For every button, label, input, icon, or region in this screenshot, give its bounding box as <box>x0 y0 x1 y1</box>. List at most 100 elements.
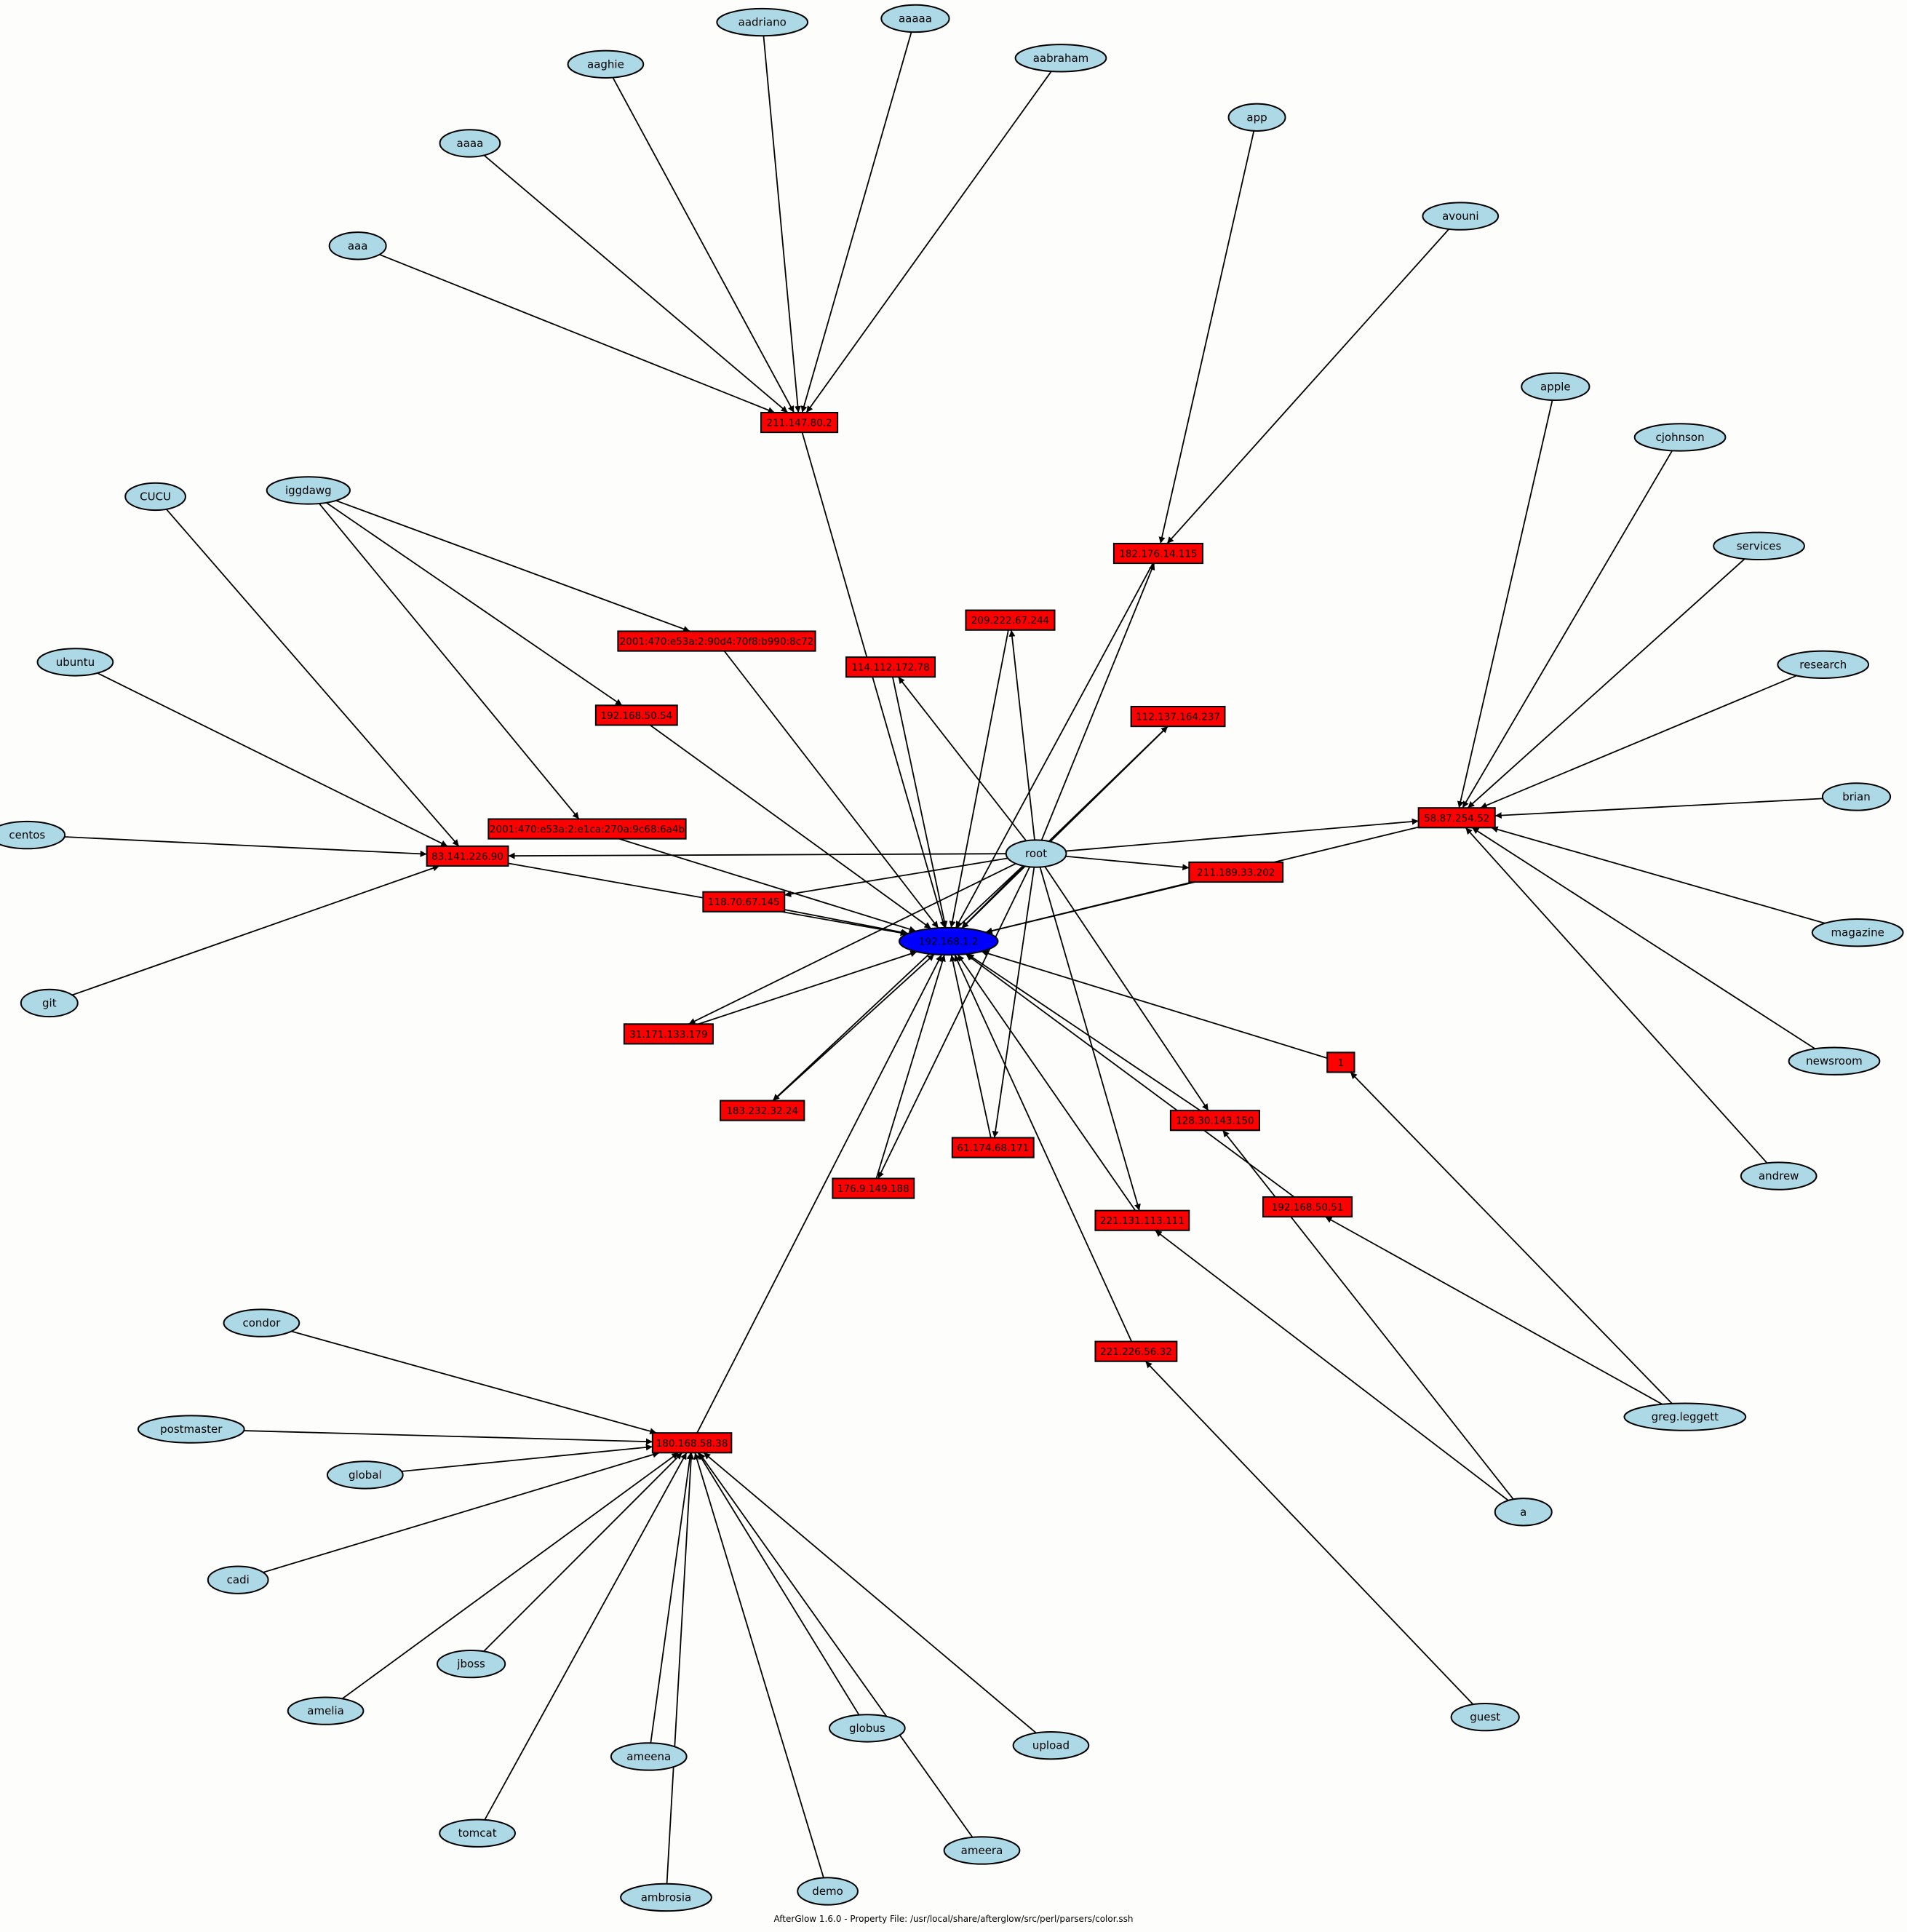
edge-ameena-to-ip180 <box>650 1452 693 1744</box>
edge-ip2001b-to-center <box>618 838 917 933</box>
node-shape <box>965 609 1056 631</box>
edge-amelia-to-ip180 <box>341 1452 680 1700</box>
edge-cucu-to-ip83 <box>166 509 460 847</box>
node-shape <box>0 820 66 850</box>
edge-ambrosia-to-ip180 <box>666 1452 695 1884</box>
edge-root-to-ip209 <box>1008 629 1035 840</box>
user-node-brian: brian <box>1821 782 1892 811</box>
node-label: aaghie <box>587 57 624 71</box>
edge-tomcat-to-ip180 <box>484 1452 688 1821</box>
node-label: 183.232.32.24 <box>726 1105 798 1117</box>
node-label: 114.112.172.78 <box>851 662 929 674</box>
node-label: research <box>1799 658 1847 671</box>
node-label: postmaster <box>160 1423 223 1436</box>
node-shape <box>487 818 687 840</box>
edge-root-to-ip183 <box>772 865 1024 1102</box>
node-label: amelia <box>307 1704 344 1717</box>
node-shape <box>436 1649 506 1679</box>
ip-node-ip2001b: 2001:470:e53a:2:e1ca:270a:9c68:6a4b <box>487 818 687 840</box>
node-shape <box>797 1877 859 1906</box>
user-node-andrew: andrew <box>1740 1161 1818 1190</box>
user-node-aaghie: aaghie <box>567 49 645 79</box>
node-label: ambrosia <box>641 1891 692 1904</box>
node-shape <box>623 1023 714 1045</box>
user-node-postmaster: postmaster <box>137 1415 245 1444</box>
edge-root-to-center <box>961 865 1024 929</box>
user-node-centos: centos <box>0 820 66 850</box>
user-node-magazine: magazine <box>1811 918 1904 947</box>
node-label: ubuntu <box>56 656 95 669</box>
edge-ip114-to-center <box>892 677 948 929</box>
node-label: globus <box>849 1722 885 1735</box>
edge-research-to-ip58 <box>1480 675 1797 809</box>
ip-node-ip209: 209.222.67.244 <box>965 609 1056 631</box>
ip-node-ip211_147: 211.147.80.2 <box>760 411 839 434</box>
node-shape <box>1788 1046 1881 1076</box>
user-node-iggdawg: iggdawg <box>266 476 351 505</box>
node-shape <box>439 129 501 158</box>
edge-andrew-to-ip58 <box>1465 827 1768 1164</box>
user-node-services: services <box>1713 531 1805 560</box>
edge-aaaa-to-ip211_147 <box>483 154 789 413</box>
user-node-cadi: cadi <box>207 1565 269 1594</box>
node-shape <box>36 648 114 677</box>
edge-iggdawg-to-ip192_54 <box>325 502 623 707</box>
user-node-tomcat: tomcat <box>439 1818 516 1848</box>
user-node-cjohnson: cjohnson <box>1633 423 1727 452</box>
node-label: avouni <box>1442 210 1478 223</box>
user-node-a: a <box>1494 1498 1553 1527</box>
ip-node-ip192_51: 192.168.50.51 <box>1262 1196 1353 1218</box>
node-shape <box>1740 1161 1818 1190</box>
edge-a-to-ip221_131 <box>1155 1230 1509 1501</box>
node-shape <box>1094 1209 1190 1231</box>
node-shape <box>1169 1110 1260 1132</box>
user-node-newsroom: newsroom <box>1788 1046 1881 1076</box>
ip-node-ip183: 183.232.32.24 <box>720 1100 805 1121</box>
node-label: magazine <box>1831 926 1884 939</box>
node-shape <box>207 1565 269 1594</box>
edge-globus-to-ip180 <box>697 1452 860 1716</box>
ip-node-ip114: 114.112.172.78 <box>845 656 936 678</box>
user-node-aadriano: aadriano <box>716 7 809 37</box>
ip-node-ip128: 128.30.143.150 <box>1169 1110 1260 1132</box>
node-label: greg.leggett <box>1652 1410 1719 1423</box>
edge-root-to-ip128 <box>1044 866 1209 1111</box>
ip-node-ip211_189: 211.189.33.202 <box>1188 861 1284 883</box>
node-label: 176.9.149.188 <box>837 1183 909 1195</box>
node-label: upload <box>1032 1739 1070 1752</box>
node-shape <box>1450 1702 1520 1732</box>
edge-greg-to-ip1 <box>1350 1071 1673 1404</box>
edge-ubuntu-to-ip83 <box>97 672 448 847</box>
ip-node-ip118: 118.70.67.145 <box>702 891 786 913</box>
edge-root-to-ip118 <box>784 857 1008 897</box>
node-shape <box>20 988 79 1018</box>
node-shape <box>720 1100 805 1121</box>
edge-ip1-to-center <box>981 950 1328 1060</box>
edge-root-to-ip211_189 <box>1065 855 1190 871</box>
node-shape <box>620 1883 712 1912</box>
edge-ip221_226-to-center <box>954 954 1133 1342</box>
node-shape <box>439 1818 516 1848</box>
node-shape <box>943 1836 1021 1865</box>
user-node-condor: condor <box>223 1308 300 1337</box>
node-shape <box>702 891 786 913</box>
edge-iggdawg-to-ip2001b <box>318 503 580 820</box>
node-label: apple <box>1540 380 1571 393</box>
node-shape <box>1623 1402 1747 1431</box>
node-shape <box>1326 1052 1355 1073</box>
node-label: 192.168.1.2 <box>919 937 979 948</box>
ip-node-ip180: 180.168.58.38 <box>651 1432 733 1454</box>
edge-aadriano-to-ip211_147 <box>763 36 801 413</box>
node-shape <box>1094 1340 1178 1362</box>
node-label: 221.131.113.111 <box>1100 1215 1185 1227</box>
edge-global-to-ip180 <box>401 1444 653 1472</box>
ip-node-ip61: 61.174.68.171 <box>951 1137 1035 1158</box>
node-shape <box>1012 1730 1090 1760</box>
node-shape <box>124 482 186 512</box>
node-label: 58.87.254.52 <box>1424 813 1489 824</box>
node-label: aaaaa <box>899 12 932 25</box>
node-shape <box>617 630 816 652</box>
user-node-ubuntu: ubuntu <box>36 648 114 677</box>
user-node-ameera: ameera <box>943 1836 1021 1865</box>
edge-ip112-to-center <box>961 726 1169 929</box>
